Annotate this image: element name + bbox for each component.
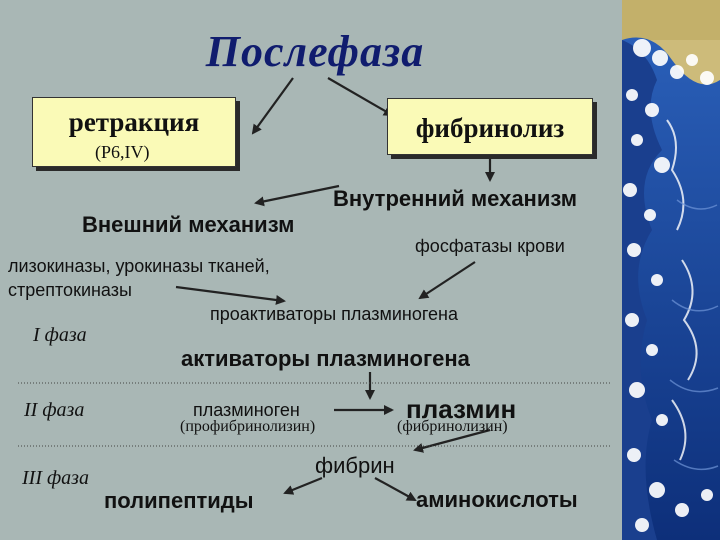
amino-acids-label: аминокислоты (416, 487, 578, 512)
fibrin-label: фибрин (315, 453, 395, 478)
arrow-plasmin-to-fibrin (413, 428, 491, 453)
plasmin-label: плазмин (406, 394, 517, 424)
arrow-title-to-retraction (251, 77, 294, 135)
plasminogen-sub: (профибринолизин) (180, 418, 316, 435)
phase-3-label: III фаза (22, 467, 89, 489)
proactivators-label: проактиваторы плазминогена (210, 304, 458, 324)
blood-phosphatases-label: фосфатазы крови (415, 236, 565, 256)
arrow-internal-to-external (254, 184, 340, 207)
tissue-kinases-line-2: стрептокиназы (8, 280, 132, 300)
wave-decoration (622, 0, 720, 540)
activators-label: активаторы плазминогена (181, 346, 470, 371)
arrow-kinases-to-proactivators (175, 285, 286, 305)
arrow-fibrin-to-aminoacids (374, 477, 417, 501)
tissue-kinases-line-1: лизокиназы, урокиназы тканей, (8, 256, 270, 276)
retraction-label: ретракция (68, 107, 200, 137)
internal-mechanism-label: Внутренний механизм (333, 186, 578, 211)
external-mechanism-label: Внешний механизм (82, 212, 295, 237)
phase-2-label: II фаза (24, 399, 85, 421)
polypeptides-label: полипептиды (104, 488, 254, 513)
fibrinolysis-box: фибринолиз (387, 98, 593, 155)
slide-title: Послефаза (205, 27, 425, 76)
retraction-box: ретракция (P6,IV) (32, 97, 236, 167)
arrow-phosphatases-to-proactivators (418, 261, 476, 300)
arrow-title-to-fibrinolysis (327, 77, 394, 117)
plasminogen-label: плазминоген (193, 400, 300, 420)
arrow-fibrin-to-polypeptides (283, 476, 323, 495)
fibrinolysis-label: фибринолиз (415, 113, 565, 143)
plasmin-sub: (фибринолизин) (397, 418, 508, 435)
phase-1-label: I фаза (33, 324, 87, 346)
